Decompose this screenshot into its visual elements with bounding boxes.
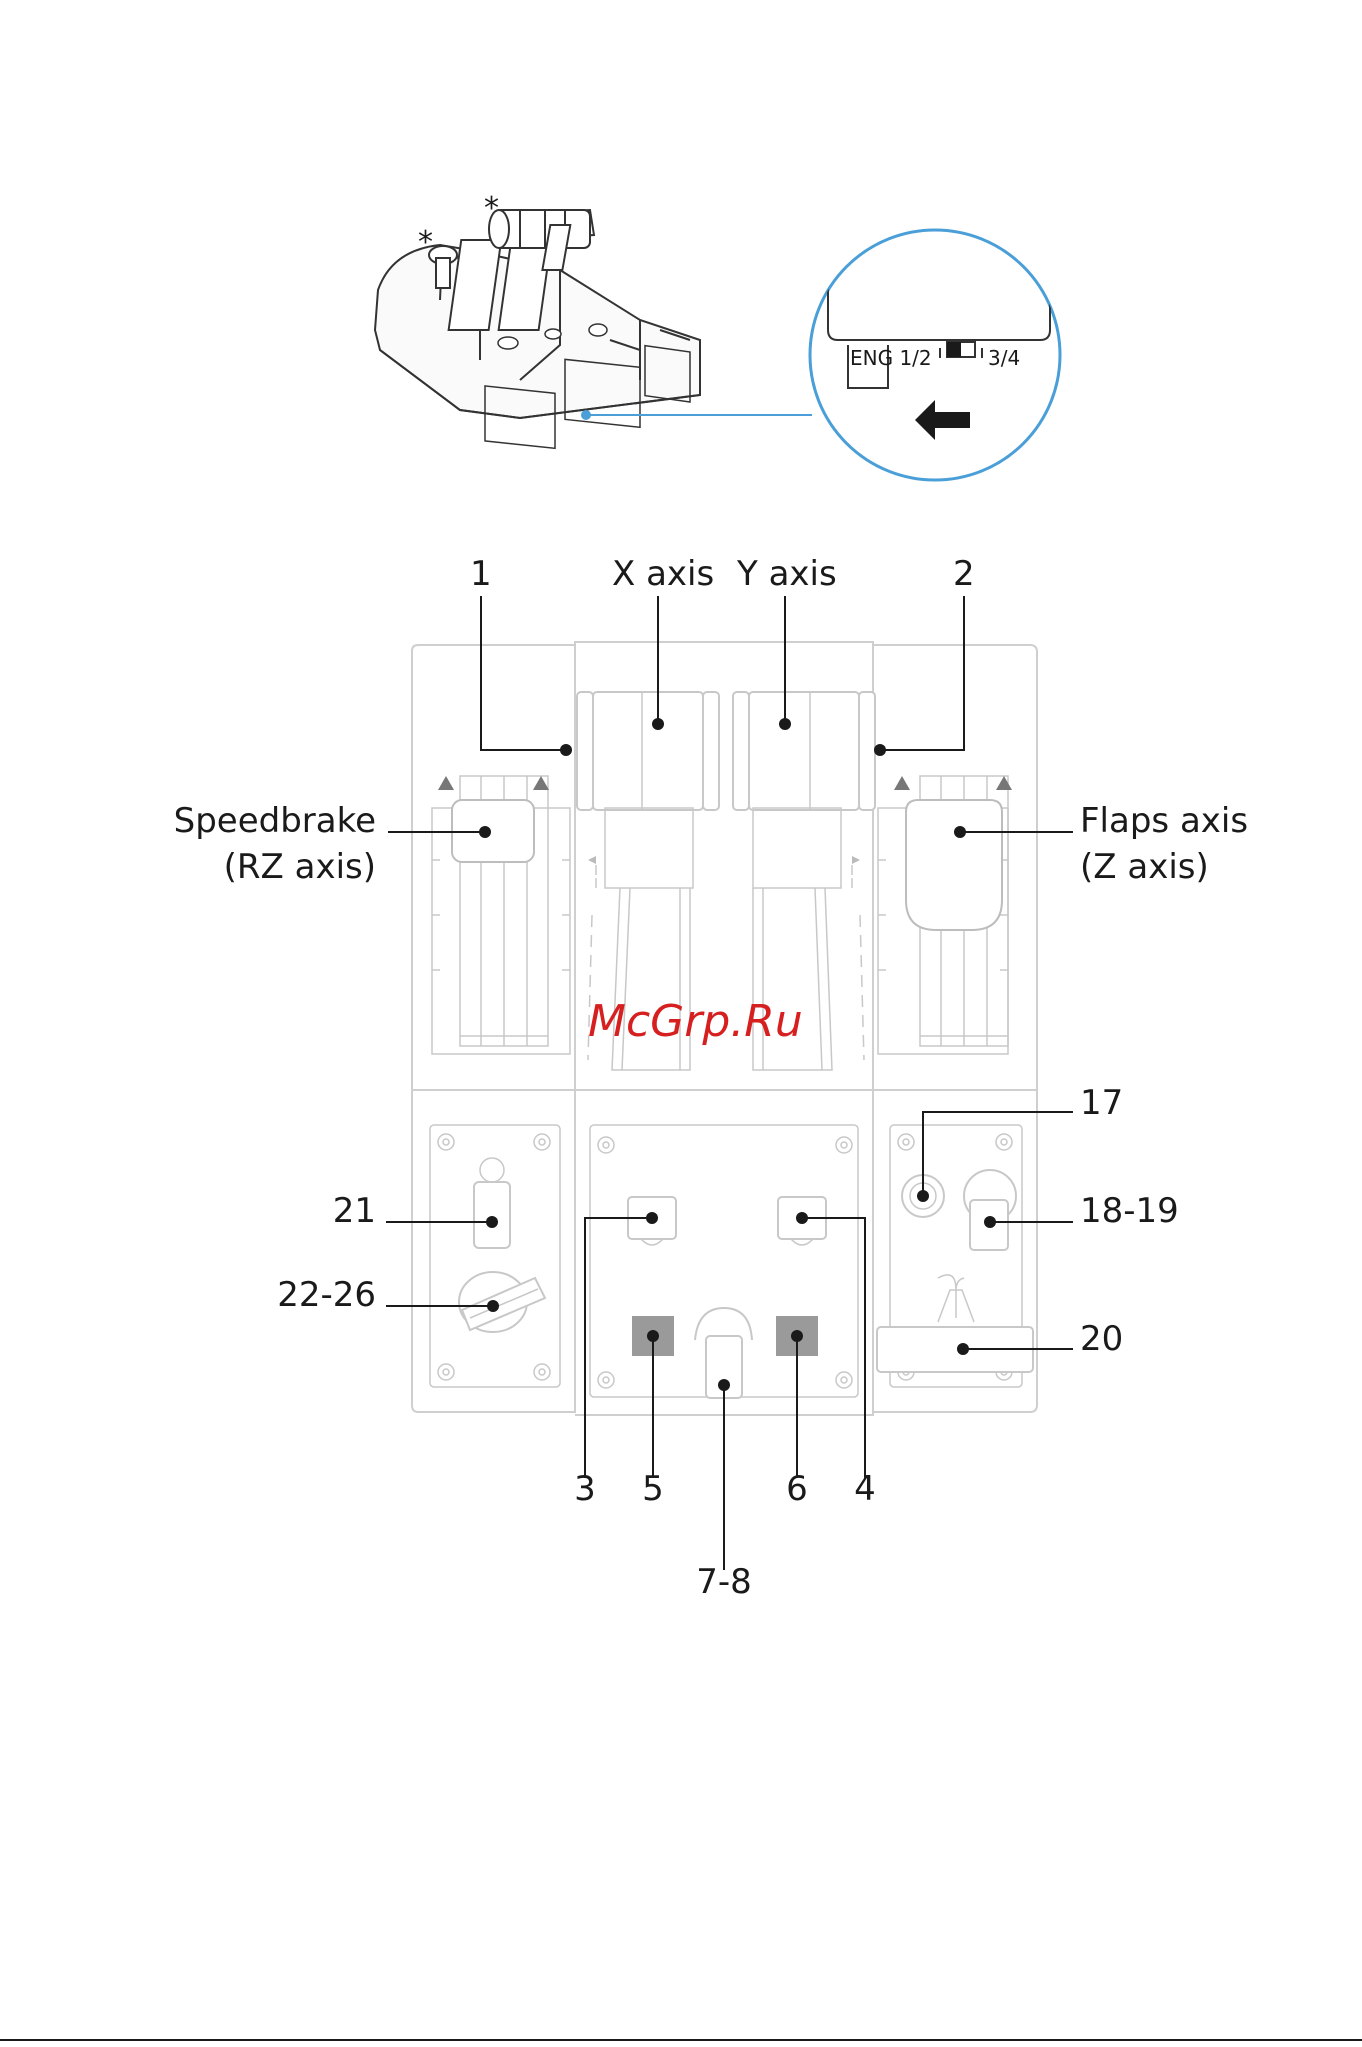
throttle-lever-left[interactable] <box>593 692 703 810</box>
label-7-8: 7-8 <box>696 1562 752 1602</box>
label-rz-axis: (RZ axis) <box>224 847 376 887</box>
label-flaps-axis: Flaps axis <box>1080 801 1248 841</box>
flaps-lever[interactable] <box>906 800 1002 930</box>
toggle-switch-21[interactable] <box>474 1182 510 1248</box>
label-5: 5 <box>642 1469 664 1509</box>
label-21: 21 <box>333 1191 376 1231</box>
label-4: 4 <box>854 1469 876 1509</box>
right-module <box>873 645 1037 1412</box>
label-6: 6 <box>786 1469 808 1509</box>
asterisk-marker: * <box>484 191 499 226</box>
asterisk-marker: * <box>418 225 433 260</box>
callout-leaders <box>386 596 1073 1570</box>
label-z-axis: (Z axis) <box>1080 847 1209 887</box>
label-1: 1 <box>470 554 492 594</box>
throttle-lever-right[interactable] <box>749 692 859 810</box>
label-x-axis: X axis <box>612 554 714 594</box>
label-17: 17 <box>1080 1083 1123 1123</box>
label-3: 3 <box>574 1469 596 1509</box>
label-2: 2 <box>953 554 975 594</box>
label-22-26: 22-26 <box>277 1275 376 1315</box>
label-18-19: 18-19 <box>1080 1191 1179 1231</box>
engine-switch-callout <box>810 230 1060 480</box>
switch-label-eng12: ENG 1/2 <box>850 346 932 370</box>
switch-label-eng34: 3/4 <box>988 346 1020 370</box>
watermark: McGrp.Ru <box>588 996 803 1047</box>
label-y-axis: Y axis <box>736 554 837 594</box>
label-20: 20 <box>1080 1319 1123 1359</box>
label-speedbrake: Speedbrake <box>174 801 376 841</box>
